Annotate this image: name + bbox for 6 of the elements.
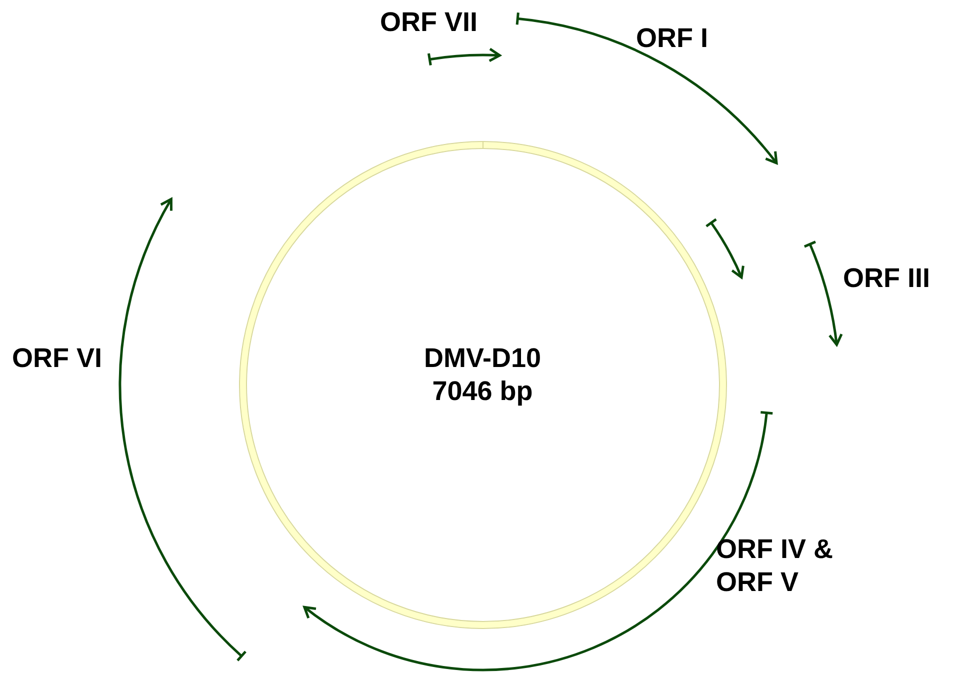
orf-label: ORF VI: [12, 342, 102, 375]
orf-label: ORF VII: [380, 6, 478, 39]
orf-label: ORF III: [843, 262, 930, 295]
orf-label: ORF I: [636, 22, 708, 55]
orf-label: ORF IV & ORF V: [716, 533, 834, 599]
genome-label: DMV-D10 7046 bp: [422, 342, 542, 408]
